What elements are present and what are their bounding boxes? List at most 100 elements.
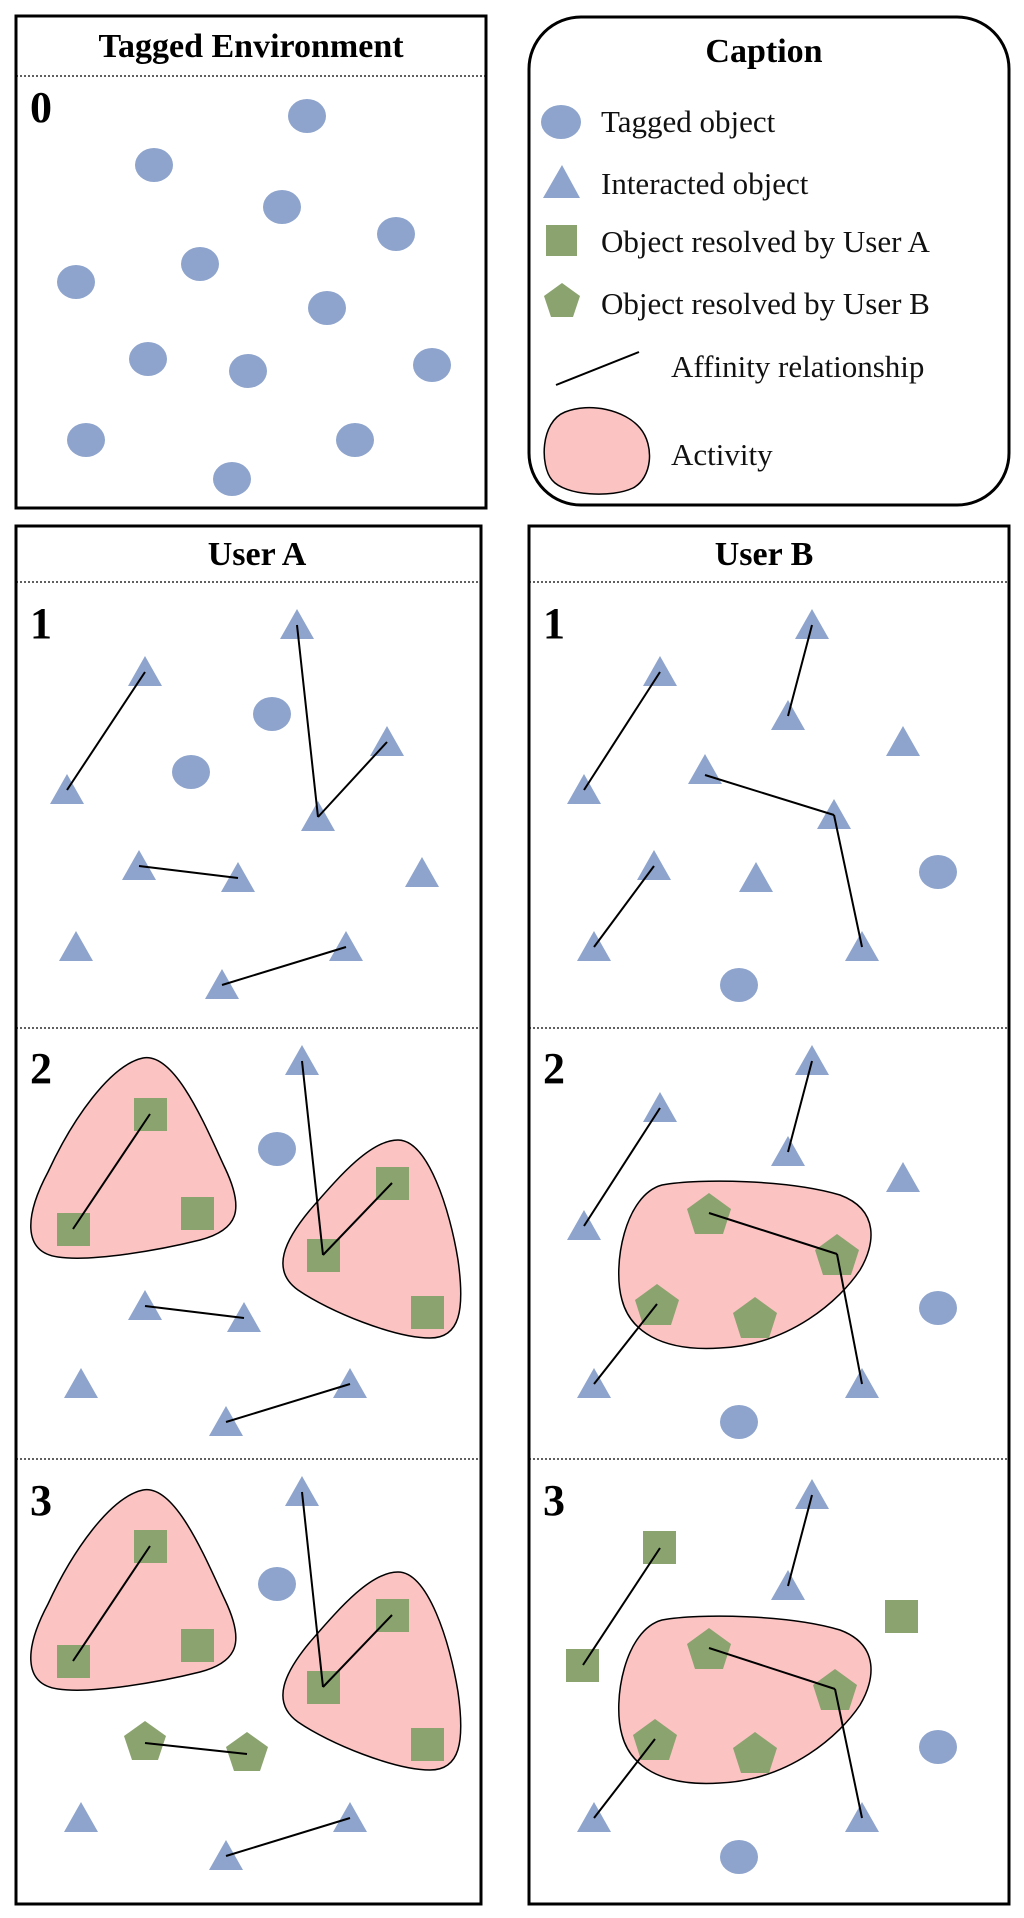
affinity-line (72, 1113, 151, 1230)
resolved-object-user-a (885, 1600, 918, 1633)
affinity-line (583, 1107, 661, 1227)
affinity-line (593, 865, 655, 948)
affinity-line (593, 1303, 658, 1385)
affinity-line (787, 1060, 813, 1153)
caption-label-activity: Activity (671, 437, 773, 472)
caption-label-interacted: Interacted object (601, 166, 809, 201)
step-number: 2 (30, 1044, 52, 1093)
user-a-step-2: 2 (30, 1044, 462, 1436)
resolved-object-user-a (181, 1629, 214, 1662)
caption-label-affinity: Affinity relationship (671, 349, 924, 384)
tagged-object (720, 1405, 758, 1439)
activity-region (282, 1139, 462, 1339)
affinity-line (322, 1614, 393, 1688)
user-b-title: User B (715, 536, 814, 573)
tagged-object (308, 291, 346, 325)
resolved-object-user-a (307, 1671, 340, 1704)
tagged-object (919, 1291, 957, 1325)
affinity-line (583, 671, 661, 791)
user-a-title: User A (208, 536, 307, 573)
step-number: 3 (543, 1476, 565, 1525)
affinity-line (138, 865, 239, 879)
affinity-line (787, 624, 813, 717)
tagged-object (253, 697, 291, 731)
affinity-line (66, 671, 146, 791)
resolved-object-user-a (643, 1531, 676, 1564)
activity-region (618, 1180, 872, 1350)
caption-title: Caption (705, 33, 822, 70)
affinity-line (225, 1383, 351, 1423)
affinity-line (704, 774, 835, 816)
tagged-object (181, 247, 219, 281)
caption-panel: Caption Tagged object Interacted object … (527, 15, 1011, 507)
tagged-object (413, 348, 451, 382)
activity-region (618, 1615, 872, 1785)
tagged-object (57, 265, 95, 299)
step-number: 1 (30, 599, 52, 648)
square-icon (546, 225, 577, 256)
tagged-environment-panel: Tagged Environment 0 (14, 14, 488, 510)
tagged-object (263, 190, 301, 224)
resolved-object-user-b (124, 1721, 166, 1760)
affinity-line (708, 1212, 838, 1255)
affinity-line (144, 1305, 245, 1319)
tagged-object (720, 968, 758, 1002)
affinity-line (221, 946, 347, 986)
user-a-step-3: 3 (30, 1476, 462, 1870)
resolved-object-user-a (181, 1197, 214, 1230)
affinity-line (301, 1060, 324, 1256)
affinity-line (72, 1545, 151, 1662)
affinity-line (708, 1647, 836, 1690)
user-b-step-1: 1 (543, 599, 957, 1002)
caption-label-tagged: Tagged object (601, 104, 776, 139)
tagged-object (172, 755, 210, 789)
line-icon (555, 351, 640, 386)
user-a-step-1: 1 (30, 599, 439, 999)
affinity-line (296, 624, 319, 818)
tagged-object (720, 1840, 758, 1874)
affinity-line (317, 741, 388, 818)
resolved-object-user-a (411, 1296, 444, 1329)
tagged-object (135, 148, 173, 182)
caption-label-resolved-b: Object resolved by User B (601, 286, 930, 321)
resolved-object-user-a (57, 1213, 90, 1246)
tagged-object (129, 342, 167, 376)
step-number: 1 (543, 599, 565, 648)
activity-region (282, 1571, 462, 1771)
resolved-object-user-a (411, 1728, 444, 1761)
environment-title: Tagged Environment (98, 28, 404, 65)
tagged-object (288, 99, 326, 133)
resolved-object-user-a (57, 1645, 90, 1678)
user-b-step-2: 2 (543, 1044, 957, 1439)
user-a-panel: User A 1 (14, 524, 483, 1906)
step-number: 3 (30, 1476, 52, 1525)
user-b-step-3: 3 (543, 1476, 957, 1874)
affinity-line (582, 1547, 661, 1666)
affinity-line (833, 814, 863, 948)
pentagon-icon (544, 283, 580, 317)
triangle-icon (543, 165, 580, 198)
affinity-line (836, 1253, 863, 1385)
tagged-object (258, 1567, 296, 1601)
circle-icon (541, 105, 581, 139)
blob-icon (543, 406, 651, 495)
tagged-object (919, 1730, 957, 1764)
affinity-line (225, 1817, 351, 1857)
tagged-object (213, 462, 251, 496)
tagged-object (229, 354, 267, 388)
affinity-line (301, 1491, 324, 1688)
resolved-object-user-a (566, 1649, 599, 1682)
environment-step-number: 0 (30, 83, 52, 132)
caption-frame (527, 15, 1011, 507)
tagged-object (377, 217, 415, 251)
tagged-object (258, 1132, 296, 1166)
affinity-line (787, 1494, 813, 1587)
user-b-panel: User B 1 (527, 524, 1011, 1906)
affinity-line (144, 1742, 248, 1755)
resolved-object-user-b (226, 1732, 268, 1771)
resolved-object-user-b (733, 1297, 777, 1338)
caption-label-resolved-a: Object resolved by User A (601, 224, 930, 259)
step-number: 2 (543, 1044, 565, 1093)
tagged-objects (57, 99, 451, 496)
